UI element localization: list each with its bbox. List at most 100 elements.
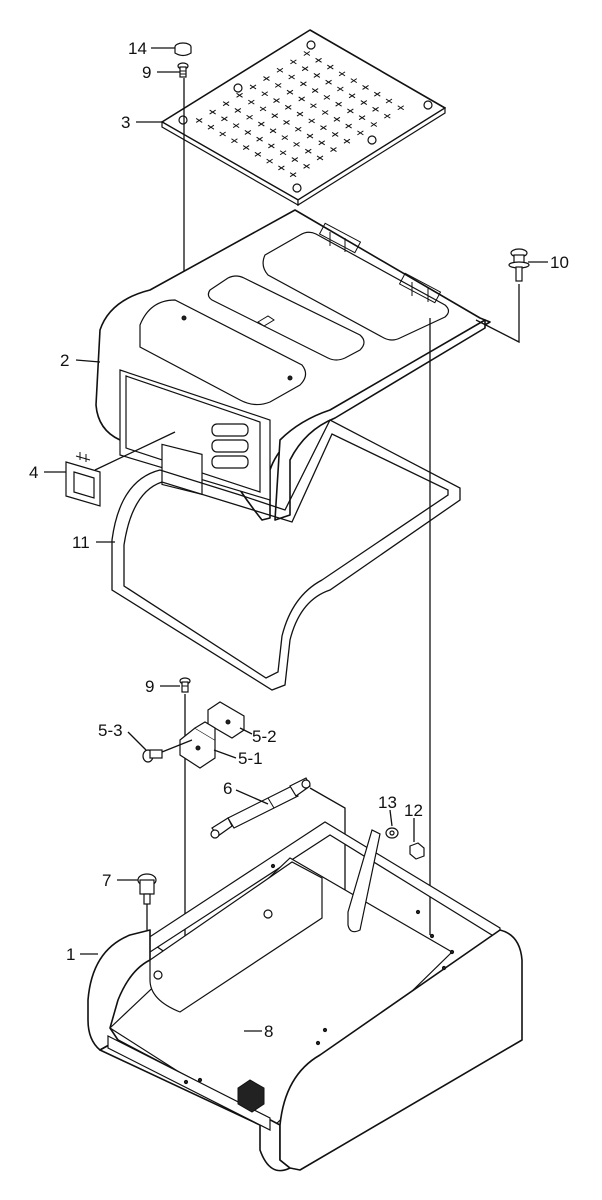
part-2-cover xyxy=(95,209,491,521)
plate-perforation xyxy=(261,91,269,97)
callout-5-1: 5-1 xyxy=(238,749,263,768)
leader-6 xyxy=(309,787,346,920)
plate-perforation xyxy=(274,82,282,88)
plate-perforation xyxy=(266,158,273,164)
callout-9-top: 9 xyxy=(142,63,151,82)
callout-4: 4 xyxy=(29,463,38,482)
part-11-frame xyxy=(111,419,461,691)
plate-perforation xyxy=(385,98,393,104)
part-5-1-bracket xyxy=(179,721,216,769)
part-3-perforated-plate xyxy=(161,29,446,207)
plate-perforation xyxy=(291,157,299,162)
plate-perforation xyxy=(303,163,310,169)
plate-perforation xyxy=(293,141,300,147)
plate-perforation xyxy=(325,79,332,85)
plate-perforation xyxy=(284,104,292,110)
callout-9-middle: 9 xyxy=(145,677,154,696)
plate-perforation xyxy=(258,121,265,127)
plate-perforation xyxy=(286,89,294,95)
plate-perforation xyxy=(296,111,304,117)
plate-perforation xyxy=(248,99,255,105)
plate-perforation xyxy=(246,114,253,120)
part-7-bolt xyxy=(137,873,157,905)
plate-perforation xyxy=(234,108,242,113)
plate-perforation xyxy=(320,125,327,131)
plate-perforation xyxy=(288,74,295,80)
plate-perforation xyxy=(362,85,369,90)
plate-perforation xyxy=(290,59,297,65)
plate-perforation xyxy=(311,88,319,94)
leader-5-3 xyxy=(161,739,193,753)
part-4-latch xyxy=(65,452,101,507)
plate-perforation xyxy=(337,86,344,92)
part-9-bolt-middle xyxy=(179,677,191,693)
plate-perforation xyxy=(350,78,358,84)
plate-perforation xyxy=(254,151,262,157)
plate-perforation xyxy=(209,109,216,115)
plate-perforation xyxy=(357,130,364,136)
plate-perforation xyxy=(343,138,351,144)
plate-perforation xyxy=(318,140,326,146)
callout-13: 13 xyxy=(378,793,397,812)
callout-12: 12 xyxy=(404,801,423,820)
callout-14: 14 xyxy=(128,39,147,58)
plate-perforation xyxy=(236,92,243,98)
callout-11: 11 xyxy=(72,533,90,552)
part-12-nut xyxy=(409,842,425,860)
callout-3: 3 xyxy=(121,113,130,132)
plate-perforation xyxy=(330,147,337,153)
plate-perforation xyxy=(298,96,305,102)
callout-leaders xyxy=(44,47,548,1032)
callout-10: 10 xyxy=(550,253,569,272)
plate-perforation xyxy=(294,126,302,132)
plate-perforation xyxy=(373,91,381,97)
plate-perforation xyxy=(276,67,284,73)
plate-perforation xyxy=(304,148,312,154)
plate-perforation xyxy=(370,122,378,127)
callout-5-3: 5-3 xyxy=(98,721,123,740)
plate-perforation xyxy=(300,81,307,87)
plate-perforation xyxy=(195,118,203,123)
leader-4-to-window xyxy=(94,431,176,471)
plate-perforation xyxy=(315,57,322,63)
plate-perforation xyxy=(271,113,279,119)
plate-perforation xyxy=(306,133,314,139)
plate-perforation xyxy=(207,124,215,130)
part-13-washer xyxy=(385,827,399,839)
plate-perforation xyxy=(358,115,366,121)
plate-perforation xyxy=(338,71,346,77)
part-9-bolt-top xyxy=(177,62,189,78)
plate-perforation xyxy=(244,129,252,135)
plate-perforation xyxy=(303,51,311,56)
plate-perforation xyxy=(281,135,289,141)
plate-perforation xyxy=(279,150,287,156)
callout-2: 2 xyxy=(60,351,69,370)
plate-perforation xyxy=(345,123,352,129)
plate-perforation xyxy=(221,116,228,122)
plate-perforation xyxy=(263,76,270,82)
plate-perforation xyxy=(384,113,391,119)
plate-perforation xyxy=(231,138,238,144)
plate-perforation xyxy=(222,101,230,107)
callout-labels: 14 9 3 10 2 4 11 9 5-3 5-2 5-1 6 13 12 7… xyxy=(29,39,569,1041)
plate-perforation xyxy=(308,118,315,124)
plate-perforation xyxy=(301,66,309,72)
plate-perforation xyxy=(333,116,341,122)
plate-perforation xyxy=(278,165,285,171)
callout-6: 6 xyxy=(223,779,232,798)
plate-perforation xyxy=(242,145,250,150)
part-14-cap xyxy=(174,42,192,57)
part-5-3-screw xyxy=(142,749,163,763)
plate-perforation xyxy=(321,110,329,115)
plate-perforation xyxy=(323,94,331,100)
plate-perforation xyxy=(273,98,280,103)
plate-perforation xyxy=(327,64,334,70)
part-1-base xyxy=(87,821,523,1172)
plate-perforation xyxy=(310,103,317,109)
plate-perforation xyxy=(259,106,267,112)
plate-perforation xyxy=(372,106,379,112)
plate-perforation xyxy=(316,155,324,161)
plate-perforation xyxy=(269,128,277,134)
